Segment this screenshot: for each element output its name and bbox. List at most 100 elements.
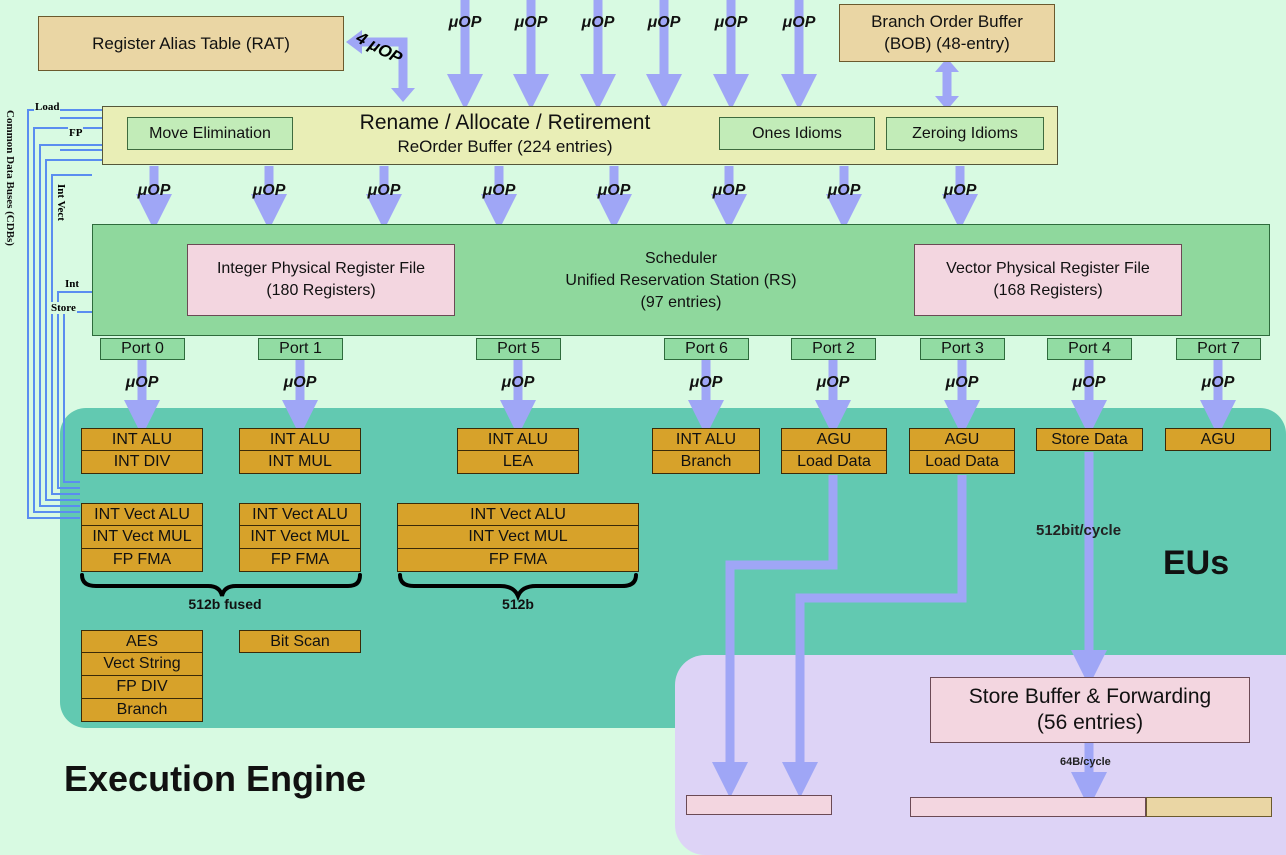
cdb-load-label: Load — [34, 101, 61, 113]
unit-load-data: Load Data — [781, 451, 887, 474]
unit-int-div: INT DIV — [81, 451, 203, 474]
port-0: Port 0 — [100, 338, 185, 360]
unit-aes: AES — [81, 630, 203, 653]
port-1: Port 1 — [258, 338, 343, 360]
unit-store-data: Store Data — [1036, 428, 1143, 451]
store-buffer: Store Buffer & Forwarding (56 entries) — [930, 677, 1250, 743]
eu-port6-int: INT ALU Branch — [652, 428, 760, 474]
store-buffer-line1: Store Buffer & Forwarding — [968, 685, 1212, 708]
port-5: Port 5 — [476, 338, 561, 360]
uop-label-eu-p1: μOP — [283, 374, 317, 391]
port5-512b-label: 512b — [502, 596, 534, 612]
unit-int-alu: INT ALU — [457, 428, 579, 451]
unit-branch: Branch — [81, 699, 203, 722]
uop-label-eu-p3: μOP — [945, 374, 979, 391]
uop-label-rs-6: μOP — [712, 182, 746, 199]
arrows-layer — [27, 0, 1236, 803]
bandwidth-64b-label: 64B/cycle — [1060, 756, 1111, 768]
cache-box-partial-2 — [1146, 797, 1272, 817]
bob-line1: Branch Order Buffer — [871, 12, 1023, 31]
eu-port7-agu: AGU — [1165, 428, 1271, 451]
eu-port1-misc: Bit Scan — [239, 630, 361, 653]
unit-int-vect-alu: INT Vect ALU — [239, 503, 361, 526]
uop-label-in-1: μOP — [448, 14, 482, 31]
unit-lea: LEA — [457, 451, 579, 474]
uop-label-rs-7: μOP — [827, 182, 861, 199]
uop-label-eu-p6: μOP — [689, 374, 723, 391]
unit-fp-div: FP DIV — [81, 676, 203, 699]
unit-vect-string: Vect String — [81, 653, 203, 676]
load-buffer-box-partial — [686, 795, 832, 815]
uop-label-rs-3: μOP — [367, 182, 401, 199]
eu-port0-vec: INT Vect ALU INT Vect MUL FP FMA — [81, 503, 203, 572]
cdb-store-label: Store — [50, 302, 77, 314]
branch-order-buffer: Branch Order Buffer (BOB) (48-entry) — [839, 4, 1055, 62]
unit-agu: AGU — [909, 428, 1015, 451]
scheduler-line3: (97 entries) — [640, 294, 722, 311]
rob-title: Rename / Allocate / Retirement ReOrder B… — [300, 110, 710, 158]
eu-port5-vec: INT Vect ALU INT Vect MUL FP FMA — [397, 503, 639, 572]
uop-label-rs-2: μOP — [252, 182, 286, 199]
integer-physical-register-file: Integer Physical Register File (180 Regi… — [187, 244, 455, 316]
move-elimination: Move Elimination — [127, 117, 293, 150]
unit-fp-fma: FP FMA — [397, 549, 639, 572]
port-4: Port 4 — [1047, 338, 1132, 360]
uop-label-in-6: μOP — [782, 14, 816, 31]
unit-fp-fma: FP FMA — [239, 549, 361, 572]
unit-bit-scan: Bit Scan — [239, 630, 361, 653]
unit-agu: AGU — [781, 428, 887, 451]
uop-label-in-4: μOP — [647, 14, 681, 31]
unit-int-vect-mul: INT Vect MUL — [239, 526, 361, 549]
uop-label-eu-p2: μOP — [816, 374, 850, 391]
eu-port0-misc: AES Vect String FP DIV Branch — [81, 630, 203, 722]
port-7: Port 7 — [1176, 338, 1261, 360]
uop-label-eu-p4: μOP — [1072, 374, 1106, 391]
eu-port4-store: Store Data — [1036, 428, 1143, 451]
uop-label-rs-5: μOP — [597, 182, 631, 199]
rob-title-text: Rename / Allocate / Retirement — [359, 111, 651, 134]
uop-label-rs-1: μOP — [137, 182, 171, 199]
ones-idioms: Ones Idioms — [719, 117, 875, 150]
unit-int-alu: INT ALU — [652, 428, 760, 451]
vec-prf-line1: Vector Physical Register File — [946, 260, 1150, 277]
cdb-int-vect-label: Int Vect — [55, 184, 67, 221]
eu-port1-int: INT ALU INT MUL — [239, 428, 361, 474]
port-6: Port 6 — [664, 338, 749, 360]
bob-line2: (BOB) (48-entry) — [884, 34, 1010, 53]
uop-label-eu-p7: μOP — [1201, 374, 1235, 391]
unit-load-data: Load Data — [909, 451, 1015, 474]
cache-box-partial — [910, 797, 1146, 817]
port-2: Port 2 — [791, 338, 876, 360]
int-prf-line1: Integer Physical Register File — [216, 260, 426, 277]
rob-subtitle: ReOrder Buffer (224 entries) — [397, 137, 613, 156]
cdb-fp-label: FP — [68, 127, 84, 139]
scheduler-title: Scheduler Unified Reservation Station (R… — [520, 248, 842, 314]
scheduler-line2: Unified Reservation Station (RS) — [565, 272, 797, 289]
eu-port3-load: AGU Load Data — [909, 428, 1015, 474]
cdb-int-label: Int — [64, 278, 81, 290]
fused-512b-label: 512b fused — [188, 596, 262, 612]
uop-label-in-2: μOP — [514, 14, 548, 31]
eu-port0-int: INT ALU INT DIV — [81, 428, 203, 474]
unit-agu: AGU — [1165, 428, 1271, 451]
cdb-title: Common Data Buses (CDBs) — [4, 110, 16, 246]
vec-prf-line2: (168 Registers) — [993, 282, 1103, 299]
uop-label-eu-p0: μOP — [125, 374, 159, 391]
int-prf-line2: (180 Registers) — [266, 282, 376, 299]
uop-label-in-5: μOP — [714, 14, 748, 31]
unit-int-vect-alu: INT Vect ALU — [397, 503, 639, 526]
unit-branch: Branch — [652, 451, 760, 474]
eus-label: EUs — [1163, 544, 1230, 582]
eu-port2-load: AGU Load Data — [781, 428, 887, 474]
unit-fp-fma: FP FMA — [81, 549, 203, 572]
unit-int-vect-mul: INT Vect MUL — [397, 526, 639, 549]
uop-label-rs-8: μOP — [943, 182, 977, 199]
uop-label-eu-p5: μOP — [501, 374, 535, 391]
unit-int-alu: INT ALU — [239, 428, 361, 451]
port-3: Port 3 — [920, 338, 1005, 360]
scheduler-line1: Scheduler — [644, 250, 718, 267]
uop-label-rs-4: μOP — [482, 182, 516, 199]
unit-int-mul: INT MUL — [239, 451, 361, 474]
eu-port5-int: INT ALU LEA — [457, 428, 579, 474]
execution-engine-label: Execution Engine — [64, 758, 367, 799]
